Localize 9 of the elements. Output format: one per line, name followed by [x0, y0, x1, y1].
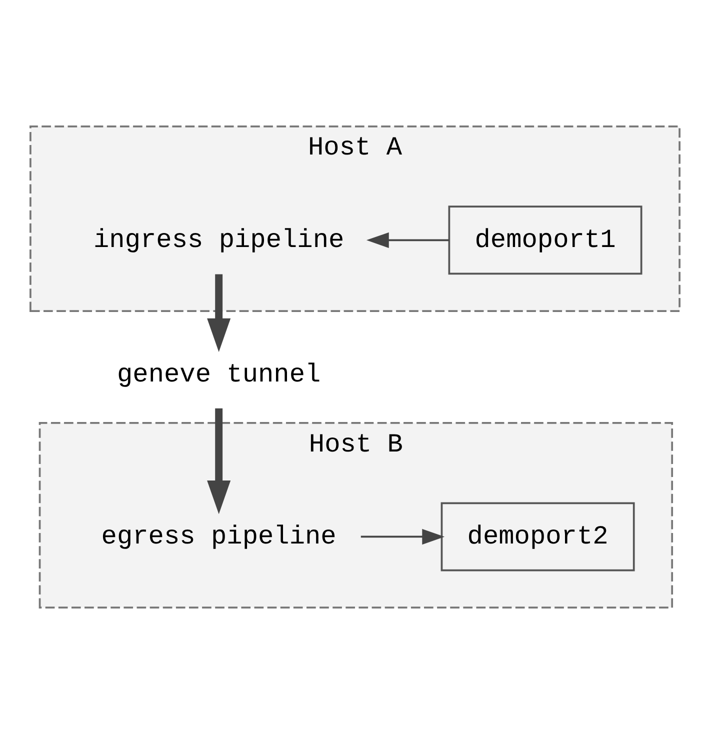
arrow	[360, 528, 445, 545]
arrow	[207, 274, 231, 352]
node-text: geneve tunnel	[116, 359, 321, 390]
arrow	[366, 232, 450, 248]
node-text: egress pipeline	[101, 522, 336, 552]
arrow	[207, 408, 231, 514]
node-box: demoport2	[440, 502, 635, 572]
node-text: ingress pipeline	[93, 225, 344, 256]
node-box: demoport1	[448, 206, 642, 275]
